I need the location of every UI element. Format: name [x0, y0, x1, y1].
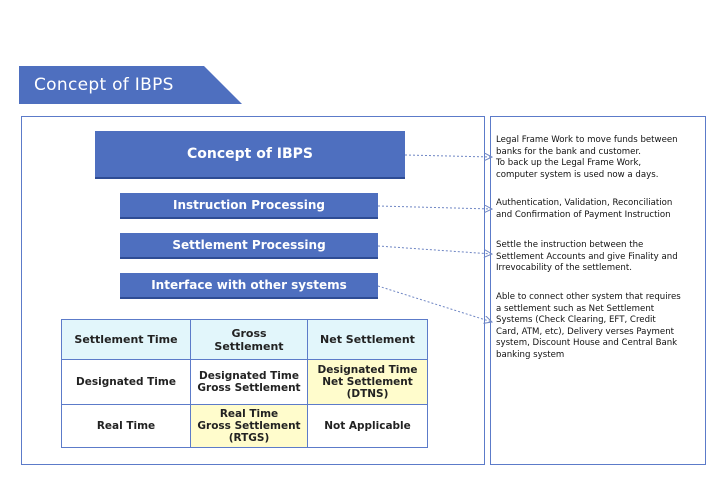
- main-concept-box: Concept of IBPS: [95, 131, 405, 179]
- settlement-table: Settlement Time Gross Settlement Net Set…: [61, 319, 428, 448]
- arrow-settlement: [377, 245, 492, 254]
- arrow-interface: [377, 285, 492, 322]
- arrow-main: [404, 155, 492, 157]
- instruction-processing-box: Instruction Processing: [120, 193, 378, 219]
- table-header-row: Settlement Time Gross Settlement Net Set…: [61, 319, 428, 360]
- table-header-cell: Settlement Time: [61, 319, 191, 360]
- table-cell: Not Applicable: [307, 404, 428, 448]
- table-cell-highlighted: Designated Time Net Settlement (DTNS): [307, 359, 428, 405]
- table-cell: Real Time: [61, 404, 191, 448]
- page-title: Concept of IBPS: [34, 75, 174, 95]
- table-cell: Designated Time Gross Settlement: [190, 359, 308, 405]
- table-header-cell: Net Settlement: [307, 319, 428, 360]
- description-instruction-processing: Authentication, Validation, Reconciliati…: [496, 198, 673, 220]
- description-panel: [490, 116, 706, 465]
- description-settlement-processing: Settle the instruction between the Settl…: [496, 240, 678, 273]
- description-interface: Able to connect other system that requir…: [496, 292, 681, 360]
- title-tab: [19, 66, 242, 104]
- interface-box: Interface with other systems: [120, 273, 378, 299]
- table-cell: Designated Time: [61, 359, 191, 405]
- table-header-cell: Gross Settlement: [190, 319, 308, 360]
- table-row: Real Time Real Time Gross Settlement (RT…: [61, 404, 428, 448]
- description-legal-framework: Legal Frame Work to move funds between b…: [496, 135, 678, 180]
- table-cell-highlighted: Real Time Gross Settlement (RTGS): [190, 404, 308, 448]
- settlement-processing-box: Settlement Processing: [120, 233, 378, 259]
- arrow-instruction: [377, 206, 492, 209]
- table-row: Designated Time Designated Time Gross Se…: [61, 359, 428, 405]
